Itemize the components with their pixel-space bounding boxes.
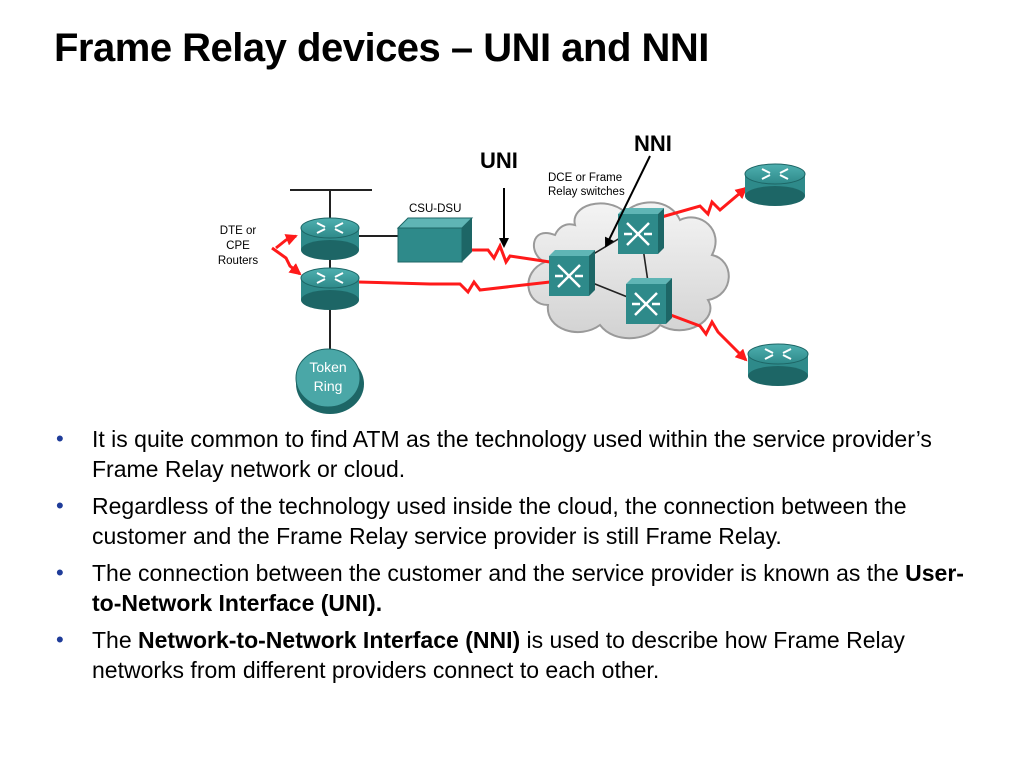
token-ring-label-1: Token bbox=[309, 359, 346, 375]
uni-term: User-to-Network Interface (UNI). bbox=[92, 560, 964, 616]
bullet-marker: • bbox=[56, 627, 64, 652]
router-icon bbox=[300, 267, 360, 310]
csu-dsu-icon bbox=[396, 217, 474, 263]
dte-label-3: Routers bbox=[218, 255, 259, 267]
bullet-marker: • bbox=[56, 560, 64, 585]
cloud-icon bbox=[527, 201, 730, 340]
csu-dsu-label: CSU-DSU bbox=[409, 203, 461, 215]
bullet-marker: • bbox=[56, 426, 64, 451]
uni-label: UNI bbox=[480, 148, 518, 173]
frame-relay-switch-icon bbox=[549, 250, 595, 296]
bullet-item: •It is quite common to find ATM as the t… bbox=[56, 426, 932, 482]
nni-label: NNI bbox=[634, 131, 672, 156]
bullet-item: •Regardless of the technology used insid… bbox=[56, 493, 907, 549]
slide-title: Frame Relay devices – UNI and NNI bbox=[54, 26, 709, 70]
nni-term: Network-to-Network Interface (NNI) bbox=[138, 627, 521, 653]
router-icon bbox=[300, 217, 360, 260]
token-ring-icon: Token Ring bbox=[295, 348, 364, 414]
frame-relay-switch-icon bbox=[618, 208, 664, 254]
bullet-list: •It is quite common to find ATM as the t… bbox=[54, 424, 984, 692]
bullet-item: •The connection between the customer and… bbox=[56, 560, 964, 616]
serial-link-icon bbox=[271, 186, 748, 362]
nni-pointer bbox=[605, 155, 651, 248]
token-ring-label-2: Ring bbox=[314, 378, 343, 394]
router-icon bbox=[747, 343, 809, 386]
router-icon bbox=[744, 163, 806, 206]
bullet-marker: • bbox=[56, 493, 64, 518]
dce-label-2: Relay switches bbox=[548, 186, 625, 198]
dte-label-1: DTE or bbox=[220, 225, 257, 237]
frame-relay-switch-icon bbox=[626, 278, 672, 324]
frame-relay-diagram: Token Ring UNI NNI DTE or CPE Routers CS… bbox=[218, 131, 809, 414]
dte-label-2: CPE bbox=[226, 240, 250, 252]
dce-label-1: DCE or Frame bbox=[548, 172, 622, 184]
bullet-item: •The Network-to-Network Interface (NNI) … bbox=[56, 627, 905, 683]
